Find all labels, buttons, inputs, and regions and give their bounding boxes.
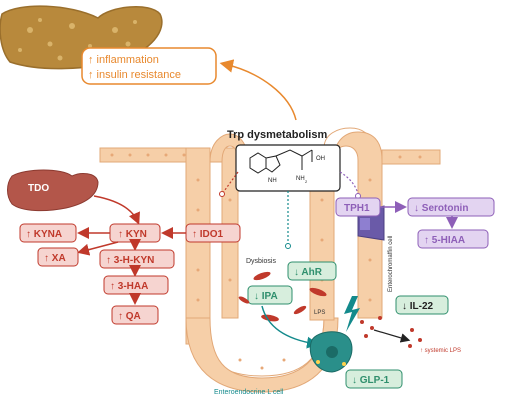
hiaa-box: ↑ 5-HIAA: [417, 229, 489, 249]
ahr-box: ↓ AhR: [287, 261, 337, 281]
hiaa-label: ↑ 5-HIAA: [424, 235, 465, 246]
serotonin-box: ↓ Serotonin: [407, 197, 495, 217]
ipa-label: ↓ IPA: [254, 291, 278, 302]
arrow-kyn-to-xa: [77, 241, 119, 256]
arrow-tdo-to-kyn: [93, 195, 140, 225]
bacteria-icon: [238, 271, 327, 322]
ipa-box: ↓ IPA: [247, 285, 293, 305]
haa-label: ↑ 3-HAA: [110, 281, 148, 292]
glp1-label: ↓ GLP-1: [352, 375, 390, 386]
dysbiosis-label: Dysbiosis: [246, 258, 276, 265]
trp-title: Trp dysmetabolism: [227, 129, 327, 141]
tdo-liver-icon: TDO: [7, 169, 99, 212]
inflammation-label: ↑ inflammation: [88, 54, 159, 66]
kyn-label: ↑ KYN: [118, 229, 147, 240]
serotonin-label: ↓ Serotonin: [414, 203, 468, 214]
oh-label: OH: [316, 156, 325, 162]
hkyn-box: ↑ 3-H-KYN: [99, 249, 175, 269]
dotted-to-tph1: [339, 171, 359, 195]
lps-label: LPS: [314, 310, 325, 316]
tph1-box: TPH1: [335, 197, 381, 217]
arrow-lps-systemic: [373, 329, 411, 343]
kyn-box: ↑ KYN: [109, 223, 161, 243]
hkyn-label: ↑ 3-H-KYN: [106, 255, 154, 266]
kyna-label: ↑ KYNA: [26, 229, 62, 240]
il22-box: ↓ IL-22: [395, 295, 449, 315]
qa-box: ↑ QA: [111, 305, 159, 325]
ahr-label: ↓ AhR: [294, 267, 323, 278]
lps-dots-icon: [360, 316, 422, 348]
dotted-to-ido1: [221, 171, 239, 195]
insulin-resistance-label: ↑ insulin resistance: [88, 69, 181, 81]
tdo-label: TDO: [28, 183, 49, 194]
glp1-box: ↓ GLP-1: [345, 369, 403, 389]
xa-box: ↑ XA: [37, 247, 79, 267]
enteroendocrine-l-cell-icon: [309, 331, 353, 373]
ido1-label: ↑ IDO1: [192, 229, 224, 240]
xa-label: ↑ XA: [44, 253, 66, 264]
nh2-label: NH: [296, 176, 305, 182]
tph1-label: TPH1: [344, 203, 370, 214]
enterochromaffin-label: Enterochromaffin cell: [388, 236, 394, 292]
inflammation-box: ↑ inflammation ↑ insulin resistance: [81, 47, 217, 85]
haa-box: ↑ 3-HAA: [103, 275, 169, 295]
arrow-ipa-to-lcell: [261, 305, 319, 349]
il22-label: ↓ IL-22: [402, 301, 434, 312]
systemic-lps-label: ↑ systemic LPS: [420, 348, 461, 354]
lcell-label: Enteroendocrine L cell: [214, 389, 284, 396]
arrow-trp-to-inflammation: [219, 59, 297, 121]
ido1-box: ↑ IDO1: [185, 223, 241, 243]
qa-label: ↑ QA: [118, 311, 141, 322]
lightning-icon: [344, 296, 360, 332]
nh-label: NH: [268, 178, 277, 184]
tryptophan-structure: NH NH 2 OH: [235, 144, 341, 192]
kyna-box: ↑ KYNA: [19, 223, 77, 243]
nh2-sub-label: 2: [305, 179, 308, 184]
